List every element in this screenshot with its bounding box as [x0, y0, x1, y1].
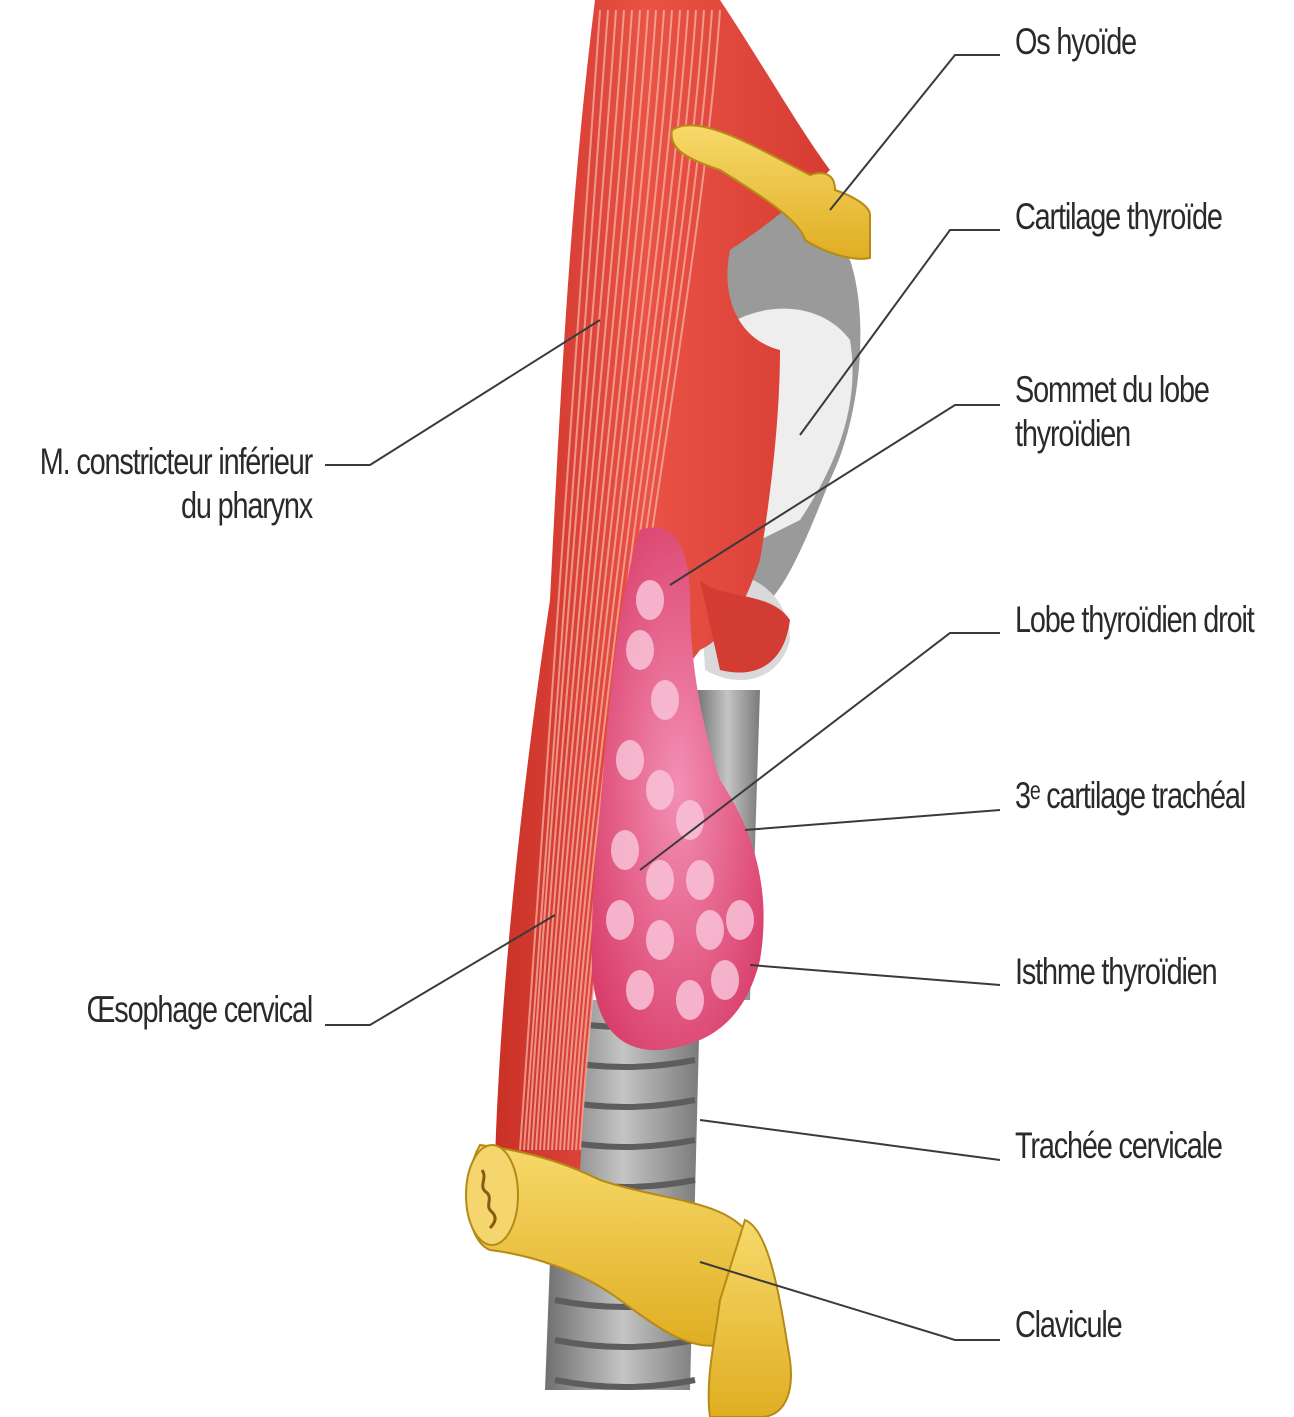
thyroid-lobule: [636, 580, 664, 620]
leader-os-hyoide: [830, 55, 1000, 210]
thyroid-lobule: [676, 800, 704, 840]
label-isthme: Isthme thyroïdien: [1015, 950, 1216, 994]
label-sommet-lobe-line2: thyroïdien: [1015, 412, 1209, 456]
label-sommet-lobe: Sommet du lobe thyroïdien: [1015, 368, 1209, 457]
thyroid-lobule: [676, 980, 704, 1020]
thyroid-lobule: [616, 740, 644, 780]
label-constricteur-line1: M. constricteur inférieur: [40, 440, 312, 484]
thyroid-lobule: [686, 860, 714, 900]
thyroid-lobule: [646, 860, 674, 900]
thyroid-lobule: [696, 910, 724, 950]
thyroid-lobule: [646, 770, 674, 810]
thyroid-lobule: [646, 920, 674, 960]
label-lobe-droit: Lobe thyroïdien droit: [1015, 598, 1254, 642]
label-cartilage-tracheal: 3ᵉ cartilage trachéal: [1015, 774, 1245, 818]
thyroid-lobule: [626, 630, 654, 670]
thyroid-lobule: [726, 900, 754, 940]
label-oesophage: Œsophage cervical: [86, 988, 312, 1032]
label-constricteur: M. constricteur inférieur du pharynx: [40, 440, 312, 529]
thyroid-lobule: [626, 970, 654, 1010]
label-trachee: Trachée cervicale: [1015, 1124, 1222, 1168]
leader-cartilage-tracheal: [745, 810, 1000, 830]
thyroid-lobule: [606, 900, 634, 940]
label-cartilage-thyroide: Cartilage thyroïde: [1015, 195, 1222, 239]
label-sommet-lobe-line1: Sommet du lobe: [1015, 368, 1209, 412]
label-os-hyoide: Os hyoïde: [1015, 20, 1136, 64]
label-constricteur-line2: du pharynx: [40, 484, 312, 528]
leader-isthme: [750, 965, 1000, 985]
thyroid-lobule: [711, 960, 739, 1000]
label-clavicule: Clavicule: [1015, 1303, 1122, 1347]
thyroid-lobule: [651, 680, 679, 720]
thyroid-lobule: [611, 830, 639, 870]
leader-trachee: [700, 1120, 1000, 1160]
